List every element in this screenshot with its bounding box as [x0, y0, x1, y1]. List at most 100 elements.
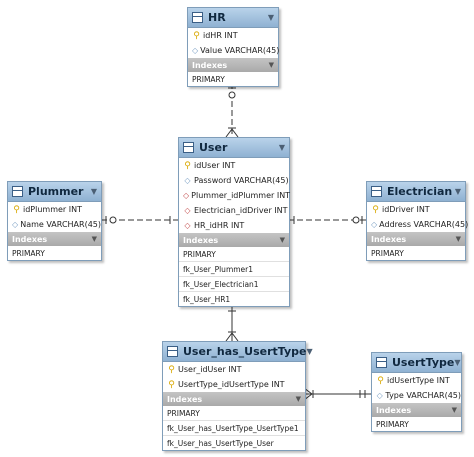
crowfoot-left — [225, 332, 233, 342]
indexes-label: Indexes — [12, 234, 48, 244]
index-row: fk_User_has_UsertType_UsertType1 — [163, 420, 305, 435]
column-icon: ◇ — [12, 220, 19, 229]
index-row: fk_User_Electrician1 — [179, 276, 289, 291]
indexes-label: Indexes — [167, 394, 203, 404]
column-row: ◇Value VARCHAR(45) — [188, 43, 280, 58]
table-header[interactable]: HR▼ — [188, 8, 278, 28]
table-title: UsertType — [392, 356, 455, 369]
collapse-arrow-icon[interactable]: ▼ — [454, 358, 461, 367]
indexes-section-header[interactable]: Indexes ▼ — [8, 232, 101, 246]
index-row: PRIMARY — [376, 419, 409, 429]
indexes-section-header[interactable]: Indexes ▼ — [163, 392, 305, 406]
primary-key-icon: ⚲ — [168, 364, 175, 375]
foreign-key-icon: ◇ — [184, 206, 191, 215]
collapse-arrow-icon[interactable]: ▼ — [278, 143, 285, 152]
column-icon: ◇ — [192, 46, 199, 55]
column-name: Type VARCHAR(45) — [385, 391, 461, 400]
index-row: fk_User_has_UsertType_User — [163, 435, 305, 450]
column-icon: ◇ — [376, 391, 383, 400]
column-name: Password VARCHAR(45) — [194, 176, 289, 185]
table-plummer[interactable]: Plummer▼⚲idPlummer INT◇Name VARCHAR(45)I… — [7, 181, 102, 261]
primary-key-icon: ⚲ — [184, 160, 191, 171]
column-row: ◇HR_idHR INT — [179, 218, 289, 233]
table-title: User — [199, 141, 228, 154]
collapse-arrow-icon[interactable]: ▼ — [279, 236, 285, 244]
primary-key-icon: ⚲ — [168, 379, 175, 390]
column-icon: ◇ — [184, 176, 191, 185]
optional-circle-plummer-end — [109, 216, 117, 224]
primary-key-icon: ⚲ — [372, 204, 379, 215]
column-row: ⚲User_idUser INT — [163, 362, 305, 377]
indexes-section-header[interactable]: Indexes ▼ — [179, 233, 289, 247]
table-user-has-usertype[interactable]: User_has_UsertType▼⚲User_idUser INT⚲User… — [162, 341, 313, 451]
column-row: ◇Password VARCHAR(45) — [179, 173, 289, 188]
collapse-arrow-icon[interactable]: ▼ — [267, 13, 274, 22]
table-title: Electrician — [387, 185, 453, 198]
column-name: idUsertType INT — [387, 376, 450, 385]
table-icon — [192, 12, 203, 23]
column-row: ⚲idDriver INT — [367, 202, 465, 217]
table-title: Plummer — [28, 185, 84, 198]
crowfoot-left — [225, 128, 233, 138]
table-hr[interactable]: HR▼⚲idHR INT◇Value VARCHAR(45)Indexes▼PR… — [187, 7, 279, 87]
index-row: PRIMARY — [183, 249, 216, 259]
column-name: idDriver INT — [382, 205, 430, 214]
table-title: User_has_UsertType — [183, 345, 307, 358]
collapse-arrow-icon[interactable]: ▼ — [268, 61, 274, 69]
table-header[interactable]: User_has_UsertType▼ — [163, 342, 313, 362]
collapse-arrow-icon[interactable]: ▼ — [451, 406, 457, 414]
table-header[interactable]: Plummer ▼ — [8, 182, 101, 202]
collapse-arrow-icon[interactable]: ▼ — [455, 235, 461, 243]
primary-key-icon: ⚲ — [193, 30, 200, 41]
collapse-arrow-icon[interactable]: ▼ — [90, 187, 97, 196]
column-icon: ◇ — [371, 220, 378, 229]
collapse-arrow-icon[interactable]: ▼ — [295, 395, 301, 403]
indexes-label: Indexes — [192, 60, 228, 70]
index-row: PRIMARY — [167, 408, 200, 418]
index-row: fk_User_HR1 — [179, 291, 289, 306]
table-icon — [376, 357, 387, 368]
column-row: ⚲idHR INT — [188, 28, 278, 43]
table-user[interactable]: User▼⚲idUser INT◇Password VARCHAR(45)◇Pl… — [178, 137, 290, 307]
crowfoot-right — [231, 332, 239, 342]
column-name: idPlummer INT — [23, 205, 82, 214]
table-header[interactable]: Electrician▼ — [367, 182, 465, 202]
column-name: Name VARCHAR(45) — [20, 220, 101, 229]
column-row: ⚲idUser INT — [179, 158, 289, 173]
indexes-section-header[interactable]: Indexes ▼ — [188, 58, 278, 72]
collapse-arrow-icon[interactable]: ▼ — [454, 187, 461, 196]
indexes-section-header[interactable]: Indexes ▼ — [372, 403, 461, 417]
primary-key-icon: ⚲ — [13, 204, 20, 215]
index-row: PRIMARY — [371, 248, 404, 258]
collapse-arrow-icon[interactable]: ▼ — [91, 235, 97, 243]
indexes-label: Indexes — [183, 235, 219, 245]
column-name: idUser INT — [194, 161, 236, 170]
crowfoot-right — [231, 128, 239, 138]
column-name: Address VARCHAR(45) — [379, 220, 469, 229]
optional-circle-hr-end — [228, 91, 236, 99]
column-row: ◇Plummer_idPlummer INT — [179, 188, 290, 203]
column-name: User_idUser INT — [178, 365, 242, 374]
index-row: fk_User_Plummer1 — [179, 261, 289, 276]
column-row: ◇Address VARCHAR(45) — [367, 217, 469, 232]
column-name: Value VARCHAR(45) — [200, 46, 280, 55]
table-header[interactable]: User ▼ — [179, 138, 289, 158]
indexes-label: Indexes — [376, 405, 412, 415]
table-electrician[interactable]: Electrician▼⚲idDriver INT◇Address VARCHA… — [366, 181, 469, 261]
collapse-arrow-icon[interactable]: ▼ — [306, 347, 313, 356]
table-icon — [167, 346, 178, 357]
column-row: ⚲idPlummer INT — [8, 202, 101, 217]
foreign-key-icon: ◇ — [183, 191, 190, 200]
optional-circle-electrician-end — [352, 216, 360, 224]
table-icon — [183, 142, 194, 153]
column-row: ⚲idUsertType INT — [372, 373, 461, 388]
indexes-section-header[interactable]: Indexes ▼ — [367, 232, 465, 246]
indexes-label: Indexes — [371, 234, 407, 244]
column-row: ◇Electrician_idDriver INT — [179, 203, 289, 218]
column-row: ⚲UsertType_idUsertType INT — [163, 377, 305, 392]
table-header[interactable]: UsertType▼ — [372, 353, 461, 373]
column-row: ◇Name VARCHAR(45) — [8, 217, 101, 232]
index-row: PRIMARY — [12, 248, 45, 258]
table-usertype[interactable]: UsertType▼⚲idUsertType INT◇Type VARCHAR(… — [371, 352, 462, 432]
